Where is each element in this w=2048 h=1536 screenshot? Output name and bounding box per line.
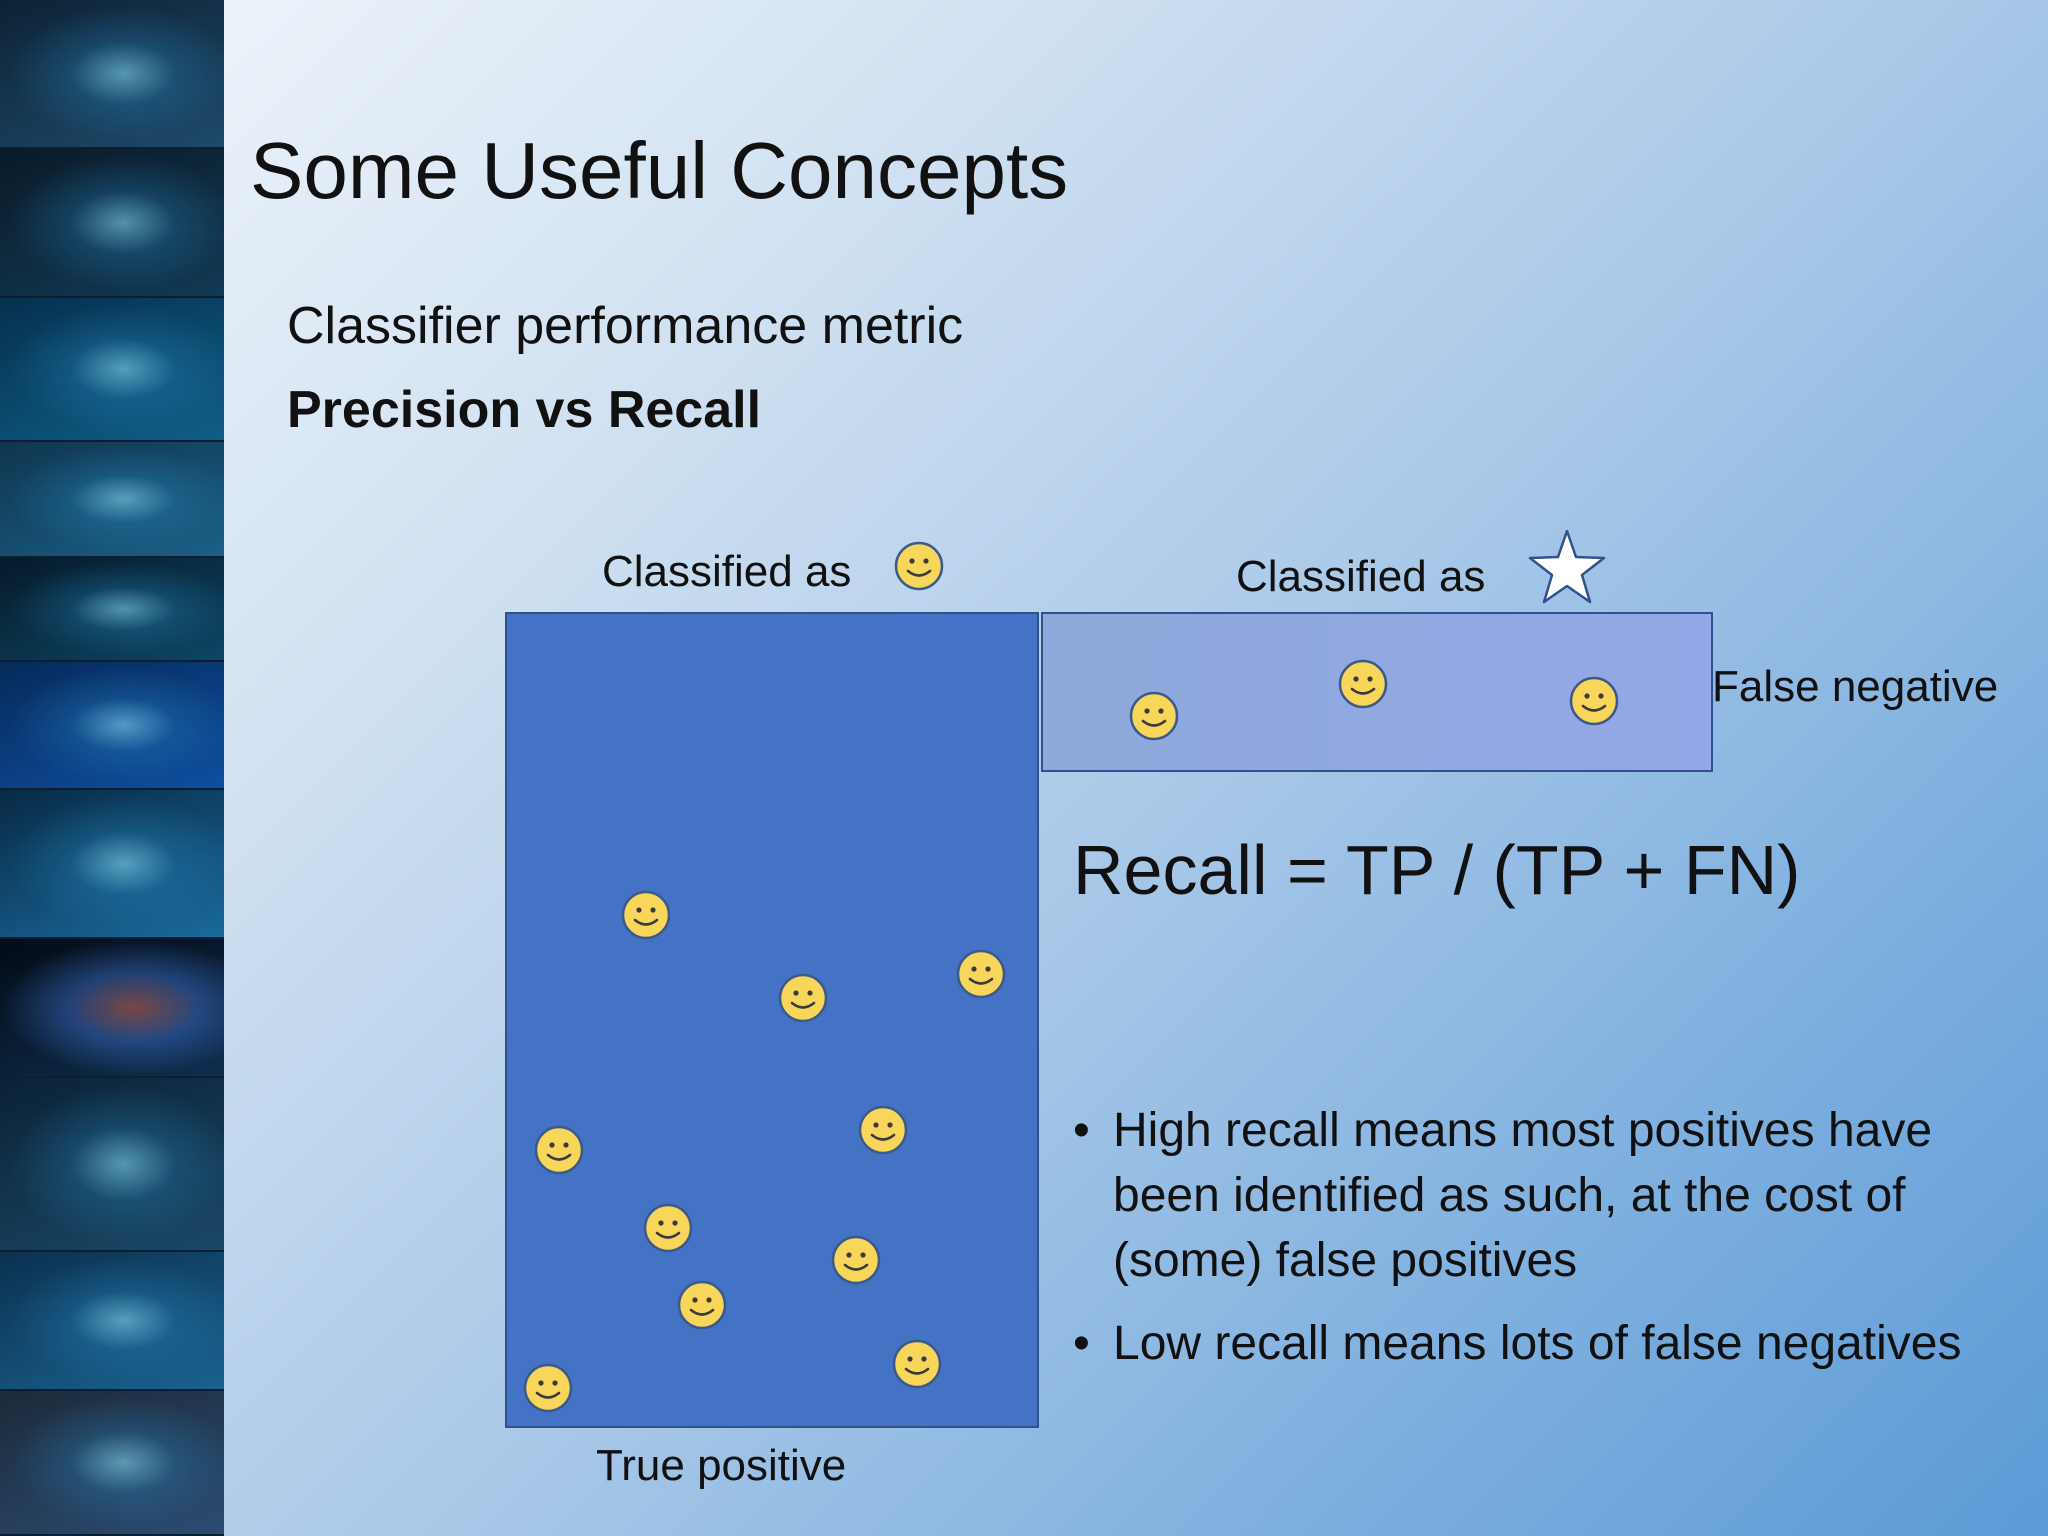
- classified-positive-label: Classified as: [602, 547, 852, 596]
- brain-image: [0, 297, 224, 442]
- true-positive-label: True positive: [596, 1441, 847, 1490]
- smiley-icon: [777, 972, 829, 1024]
- bullet-item: High recall means most positives have be…: [1073, 1098, 2023, 1293]
- true-positive-box: [505, 612, 1039, 1428]
- smiley-icon: [1128, 690, 1180, 742]
- smiley-icon: [830, 1234, 882, 1286]
- smiley-icon: [857, 1104, 909, 1156]
- star-icon: [1528, 529, 1606, 604]
- brain-image: [0, 0, 224, 149]
- smiley-icon: [533, 1124, 585, 1176]
- smiley-icon: [1337, 658, 1389, 710]
- slide-subtitle: Classifier performance metric: [287, 297, 964, 355]
- decorative-image-strip: [0, 0, 224, 1536]
- slide-title: Some Useful Concepts: [250, 126, 1069, 215]
- smiley-icon: [676, 1279, 728, 1331]
- brain-image: [0, 1252, 224, 1392]
- brain-image: [0, 557, 224, 662]
- brain-image: [0, 1391, 224, 1536]
- false-negative-label: False negative: [1712, 662, 1999, 711]
- smiley-icon: [893, 540, 945, 592]
- smiley-icon: [620, 889, 672, 941]
- brain-image: [0, 661, 224, 791]
- brain-image: [0, 790, 224, 940]
- bullet-list: High recall means most positives have be…: [1073, 1098, 2023, 1394]
- classified-negative-label: Classified as: [1236, 552, 1486, 601]
- brain-image: [0, 148, 224, 298]
- smiley-icon: [522, 1362, 574, 1414]
- smiley-icon: [642, 1202, 694, 1254]
- bullet-item: Low recall means lots of false negatives: [1073, 1311, 2023, 1376]
- slide-subheading: Precision vs Recall: [287, 381, 762, 439]
- recall-formula: Recall = TP / (TP + FN): [1073, 831, 1801, 909]
- brain-image: [0, 441, 224, 558]
- smiley-icon: [1568, 675, 1620, 727]
- smiley-icon: [955, 948, 1007, 1000]
- brain-image: [0, 1078, 224, 1253]
- smiley-icon: [891, 1338, 943, 1390]
- brain-image: [0, 939, 224, 1079]
